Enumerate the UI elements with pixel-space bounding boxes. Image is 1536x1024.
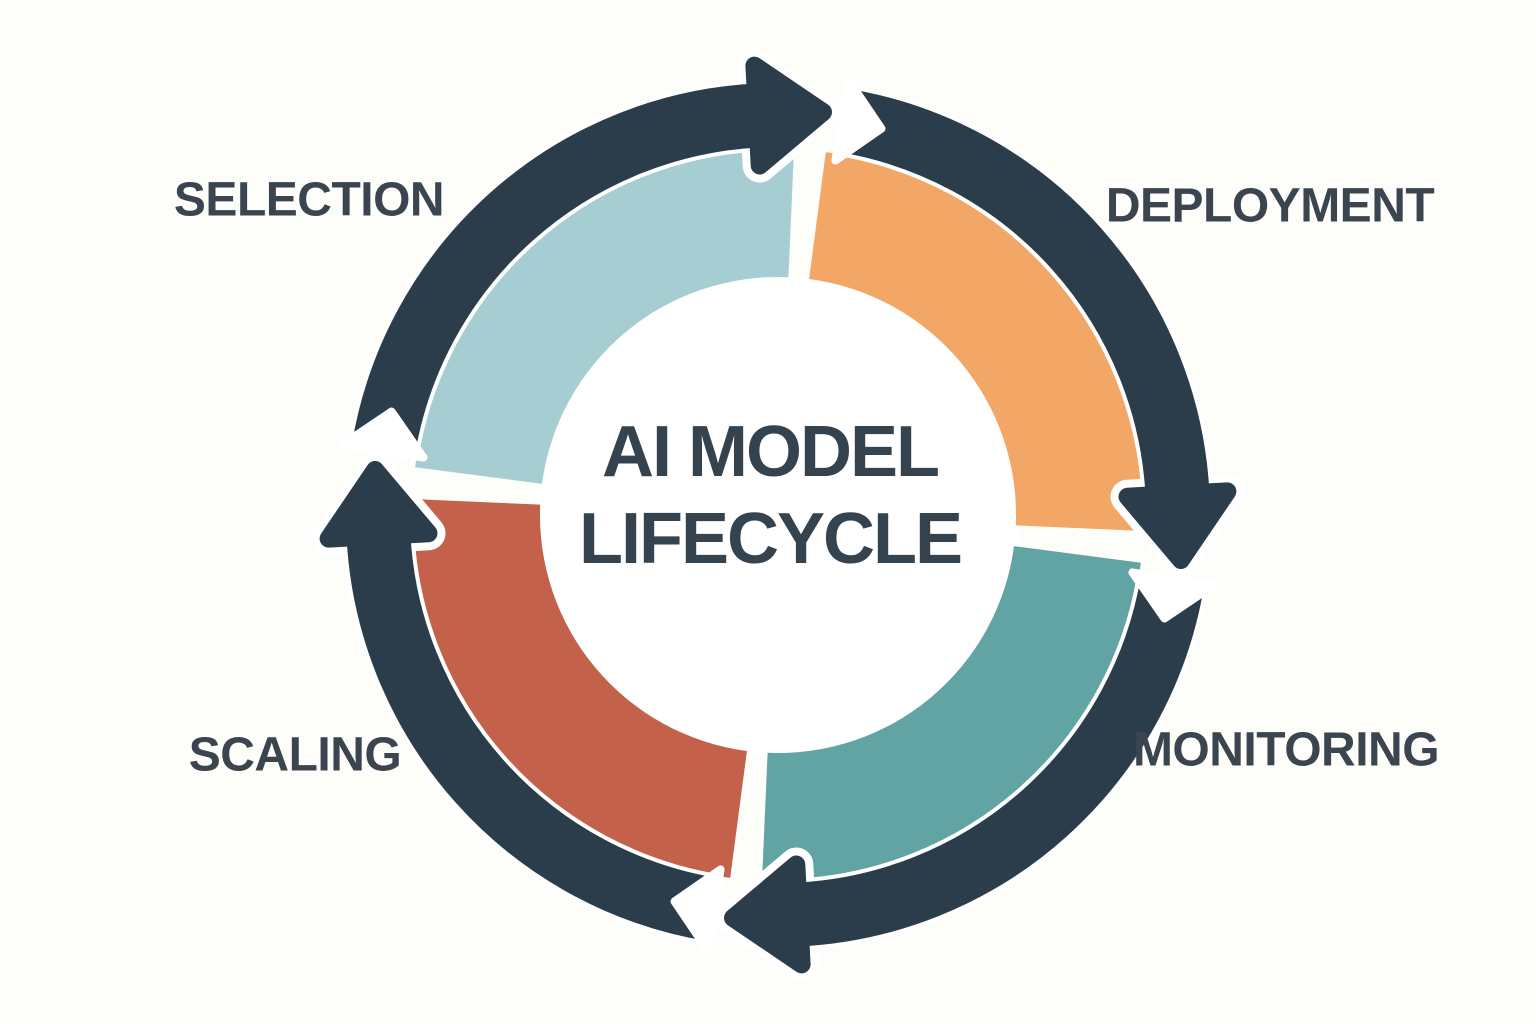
segment-arc-monitoring	[762, 546, 1141, 882]
arrowhead-monitoring	[724, 855, 811, 974]
arc-tail-notch-deployment	[831, 75, 886, 165]
diagram-center-title: AI MODEL LIFECYCLE	[578, 409, 963, 583]
segment-label-scaling: SCALING	[188, 728, 402, 782]
title-line-1: AI MODEL	[602, 412, 940, 492]
arc-tail-notch-scaling	[670, 865, 725, 955]
title-line-2: LIFECYCLE	[578, 499, 963, 579]
arrowhead-deployment	[1118, 482, 1237, 569]
arc-tail-notch-selection	[338, 407, 428, 462]
flow-arc-selection	[351, 83, 759, 455]
segment-arc-deployment	[809, 152, 1145, 531]
flow-arc-deployment	[838, 88, 1210, 496]
arc-tail-notch-monitoring	[1128, 568, 1218, 623]
segment-label-deployment: DEPLOYMENT	[1105, 179, 1435, 233]
flow-arc-monitoring	[797, 575, 1205, 947]
segment-label-selection: SELECTION	[173, 173, 445, 227]
segment-label-monitoring: MONITORING	[1132, 723, 1440, 777]
flow-arc-scaling	[346, 534, 718, 942]
arrowhead-selection	[745, 56, 832, 175]
segment-arc-selection	[415, 148, 794, 484]
segment-arc-scaling	[411, 499, 747, 878]
arrowhead-scaling	[319, 461, 438, 548]
inner-circle	[536, 273, 1020, 757]
